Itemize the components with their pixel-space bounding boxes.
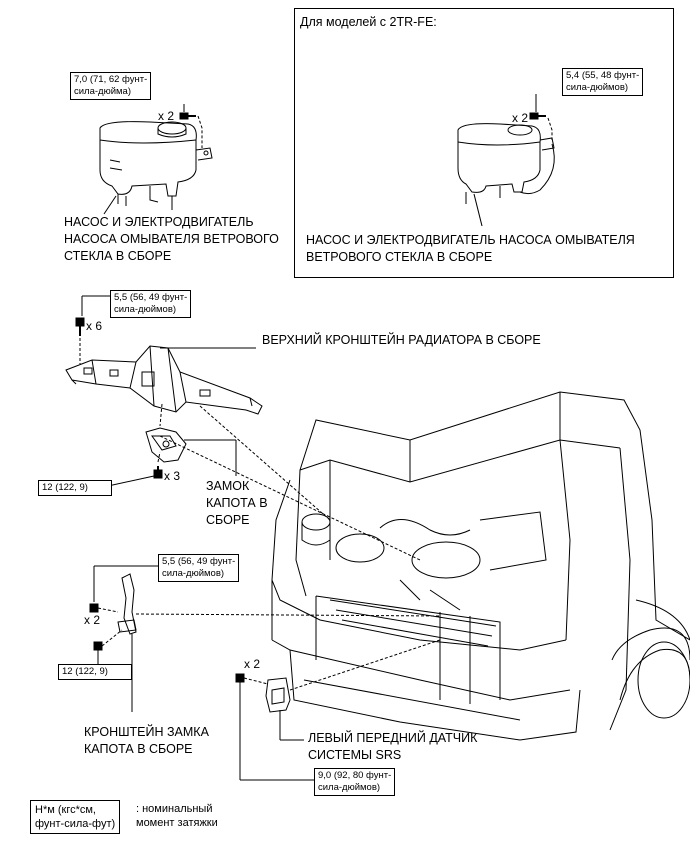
inset-washer-reservoir-illustration bbox=[457, 123, 555, 204]
srs-sensor-torque-callout: 9,0 (92, 80 фунт- сила-дюймов) bbox=[314, 768, 396, 796]
legend-unit-box: Н*м (кгс*см, фунт-сила-фут) bbox=[30, 800, 121, 834]
inset-qty: x 2 bbox=[512, 111, 529, 125]
srs-sensor-bolt bbox=[235, 673, 269, 685]
hood-lock-bolt bbox=[153, 451, 163, 479]
torque-line: сила-дюймов) bbox=[566, 82, 629, 93]
radiator-support-torque-callout: 5,5 (56, 49 фунт- сила-дюймов) bbox=[110, 290, 192, 318]
inset-frame bbox=[294, 8, 674, 278]
lock-bracket-torque-top-callout: 5,5 (56, 49 фунт- сила-дюймов) bbox=[158, 554, 240, 582]
label-line: ЗАМОК bbox=[206, 479, 250, 493]
washer-part-label: НАСОС И ЭЛЕКТРОДВИГАТЕЛЬ НАСОСА ОМЫВАТЕЛ… bbox=[64, 214, 279, 265]
hood-lock-illustration bbox=[145, 427, 187, 463]
washer-bolt bbox=[179, 112, 203, 148]
legend-unit-line: фунт-сила-фут) bbox=[35, 818, 116, 830]
radiator-support-label: ВЕРХНИЙ КРОНШТЕЙН РАДИАТОРА В СБОРЕ bbox=[262, 333, 541, 347]
hood-lock-label: ЗАМОК КАПОТА В СБОРЕ bbox=[206, 478, 268, 529]
torque-line: сила-дюйма) bbox=[74, 86, 131, 97]
washer-qty: x 2 bbox=[158, 109, 175, 123]
lock-bracket-torque-bottom-callout: 12 (122, 9) bbox=[58, 664, 132, 680]
radiator-support-qty: x 6 bbox=[86, 319, 103, 333]
label-line: СТЕКЛА В СБОРЕ bbox=[64, 249, 172, 263]
label-line: ВЕТРОВОГО СТЕКЛА В СБОРЕ bbox=[306, 250, 493, 264]
lock-bracket-label: КРОНШТЕЙН ЗАМКА КАПОТА В СБОРЕ bbox=[84, 724, 209, 758]
legend-meaning-line: : номинальный bbox=[136, 803, 213, 815]
vehicle-front-illustration bbox=[271, 391, 690, 741]
label-line: ЛЕВЫЙ ПЕРЕДНИЙ ДАТЧИК bbox=[308, 731, 478, 745]
label-line: СБОРЕ bbox=[206, 513, 250, 527]
legend-meaning: : номинальный момент затяжки bbox=[136, 802, 218, 830]
srs-sensor-qty: x 2 bbox=[244, 657, 261, 671]
lock-bracket-qty: x 2 bbox=[84, 613, 101, 627]
torque-line: 5,5 (56, 49 фунт- bbox=[114, 292, 188, 303]
legend-unit-line: Н*м (кгс*см, bbox=[35, 804, 96, 816]
hood-lock-torque-callout: 12 (122, 9) bbox=[38, 480, 112, 496]
radiator-support-bolt bbox=[75, 317, 85, 364]
label-line: НАСОС И ЭЛЕКТРОДВИГАТЕЛЬ НАСОСА ОМЫВАТЕЛ… bbox=[306, 233, 635, 247]
label-line: КАПОТА В bbox=[206, 496, 268, 510]
lock-bracket-illustration bbox=[117, 573, 137, 635]
label-line: СИСТЕМЫ SRS bbox=[308, 748, 402, 762]
torque-line: 5,5 (56, 49 фунт- bbox=[162, 556, 236, 567]
torque-line: 9,0 (92, 80 фунт- bbox=[318, 770, 392, 781]
washer-reservoir-illustration bbox=[99, 121, 213, 210]
label-line: НАСОС И ЭЛЕКТРОДВИГАТЕЛЬ bbox=[64, 215, 254, 229]
torque-line: сила-дюймов) bbox=[318, 782, 381, 793]
washer-torque-callout: 7,0 (71, 62 фунт- сила-дюйма) bbox=[70, 72, 152, 100]
inset-title: Для моделей с 2TR-FE: bbox=[300, 15, 437, 29]
legend-meaning-line: момент затяжки bbox=[136, 817, 218, 829]
inset-part-label: НАСОС И ЭЛЕКТРОДВИГАТЕЛЬ НАСОСА ОМЫВАТЕЛ… bbox=[306, 232, 635, 266]
label-line: КАПОТА В СБОРЕ bbox=[84, 742, 193, 756]
torque-line: сила-дюймов) bbox=[162, 568, 225, 579]
radiator-support-illustration bbox=[65, 345, 263, 415]
srs-sensor-label: ЛЕВЫЙ ПЕРЕДНИЙ ДАТЧИК СИСТЕМЫ SRS bbox=[308, 730, 477, 764]
hood-lock-qty: x 3 bbox=[164, 469, 181, 483]
label-line: НАСОСА ОМЫВАТЕЛЯ ВЕТРОВОГО bbox=[64, 232, 279, 246]
inset-washer-bolt bbox=[529, 112, 553, 140]
torque-line: сила-дюймов) bbox=[114, 304, 177, 315]
inset-torque-callout: 5,4 (55, 48 фунт- сила-дюймов) bbox=[562, 68, 644, 96]
torque-line: 7,0 (71, 62 фунт- bbox=[74, 74, 148, 85]
srs-sensor-illustration bbox=[265, 677, 291, 713]
torque-line: 5,4 (55, 48 фунт- bbox=[566, 70, 640, 81]
label-line: КРОНШТЕЙН ЗАМКА bbox=[84, 725, 209, 739]
